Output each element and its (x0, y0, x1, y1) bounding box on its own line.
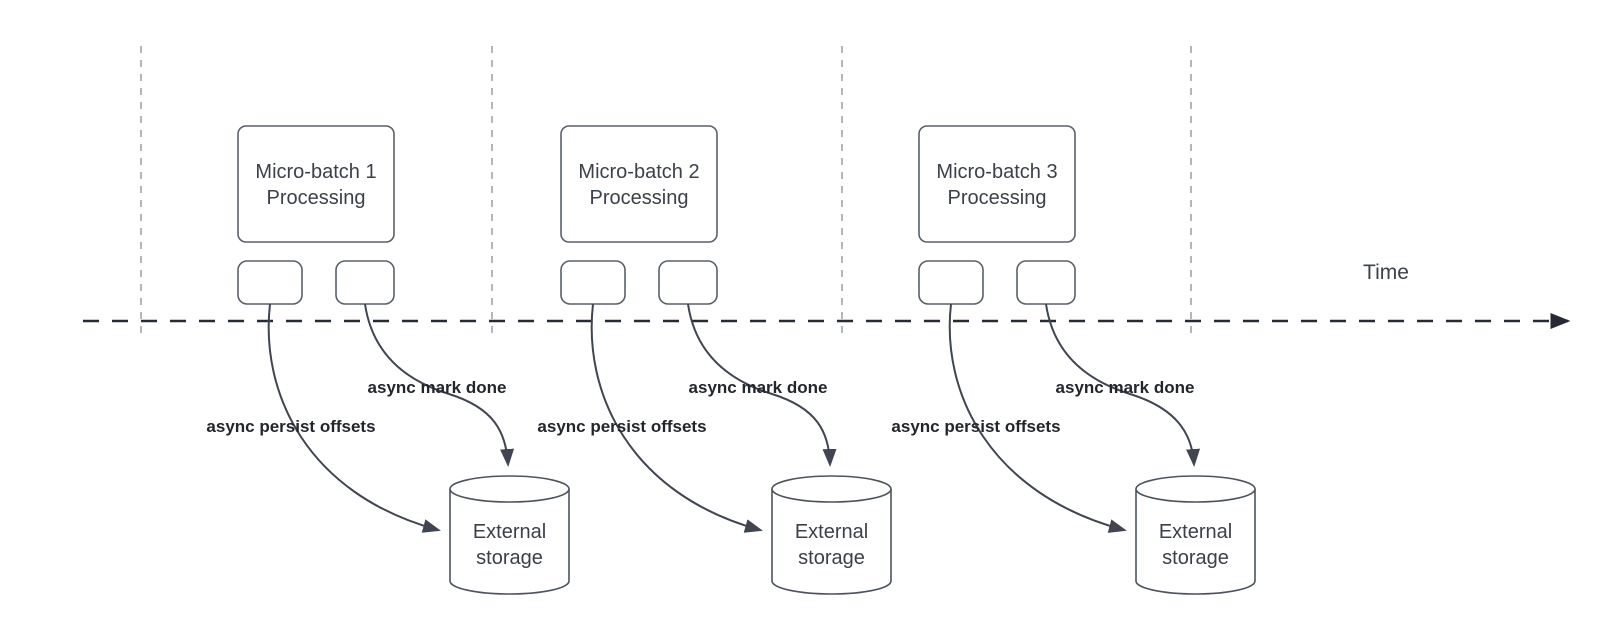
offset-task-box-1a (237, 260, 303, 305)
cylinder-top-3 (1135, 475, 1256, 503)
persist-offsets-label-2: async persist offsets (537, 417, 706, 436)
processing-box-2 (560, 125, 718, 243)
mark-done-arrow-3 (1045, 303, 1201, 467)
mark-done-label-3: async mark done (1056, 378, 1195, 397)
offset-task-box-2b (658, 260, 718, 305)
mark-done-label-2: async mark done (689, 378, 828, 397)
storage-label-2-line1: External (795, 521, 868, 543)
time-axis-label: Time (1363, 261, 1409, 284)
mark-done-arrow-2 (687, 303, 837, 467)
external-storage-cylinder-2: External storage (771, 475, 892, 595)
processing-box-1-subtitle: Processing (267, 187, 366, 209)
processing-box-2-title: Micro-batch 2 (578, 161, 699, 183)
processing-box-3-title: Micro-batch 3 (936, 161, 1057, 183)
micro-batch-group-3: Micro-batch 3 Processing async persist o… (891, 125, 1256, 595)
micro-batch-group-2: Micro-batch 2 Processing async persist o… (537, 125, 892, 595)
micro-batch-group-1: Micro-batch 1 Processing async persist o… (206, 125, 570, 595)
storage-label-1-line2: storage (476, 547, 543, 569)
storage-label-2-line2: storage (798, 547, 865, 569)
cylinder-body-1 (449, 489, 570, 595)
processing-box-2-subtitle: Processing (590, 187, 689, 209)
cylinder-top-1 (449, 475, 570, 503)
storage-label-3-line1: External (1159, 521, 1232, 543)
external-storage-cylinder-1: External storage (449, 475, 570, 595)
persist-offsets-arrow-3 (948, 303, 1127, 533)
persist-offsets-arrow-2 (590, 303, 763, 533)
processing-box-1 (237, 125, 395, 243)
batch-boundary-guides (140, 46, 1192, 340)
offset-task-box-3b (1016, 260, 1076, 305)
offset-task-box-3a (918, 260, 984, 305)
cylinder-top-2 (771, 475, 892, 503)
mark-done-arrow-1 (364, 303, 515, 467)
storage-label-1-line1: External (473, 521, 546, 543)
cylinder-body-3 (1135, 489, 1256, 595)
persist-offsets-label-3: async persist offsets (891, 417, 1060, 436)
cylinder-body-2 (771, 489, 892, 595)
persist-offsets-arrow-1 (267, 303, 441, 533)
persist-offsets-label-1: async persist offsets (206, 417, 375, 436)
storage-label-3-line2: storage (1162, 547, 1229, 569)
mark-done-label-1: async mark done (368, 378, 507, 397)
offset-task-box-1b (335, 260, 395, 305)
processing-box-3-subtitle: Processing (948, 187, 1047, 209)
processing-box-3 (918, 125, 1076, 243)
offset-task-box-2a (560, 260, 626, 305)
external-storage-cylinder-3: External storage (1135, 475, 1256, 595)
processing-box-1-title: Micro-batch 1 (255, 161, 376, 183)
